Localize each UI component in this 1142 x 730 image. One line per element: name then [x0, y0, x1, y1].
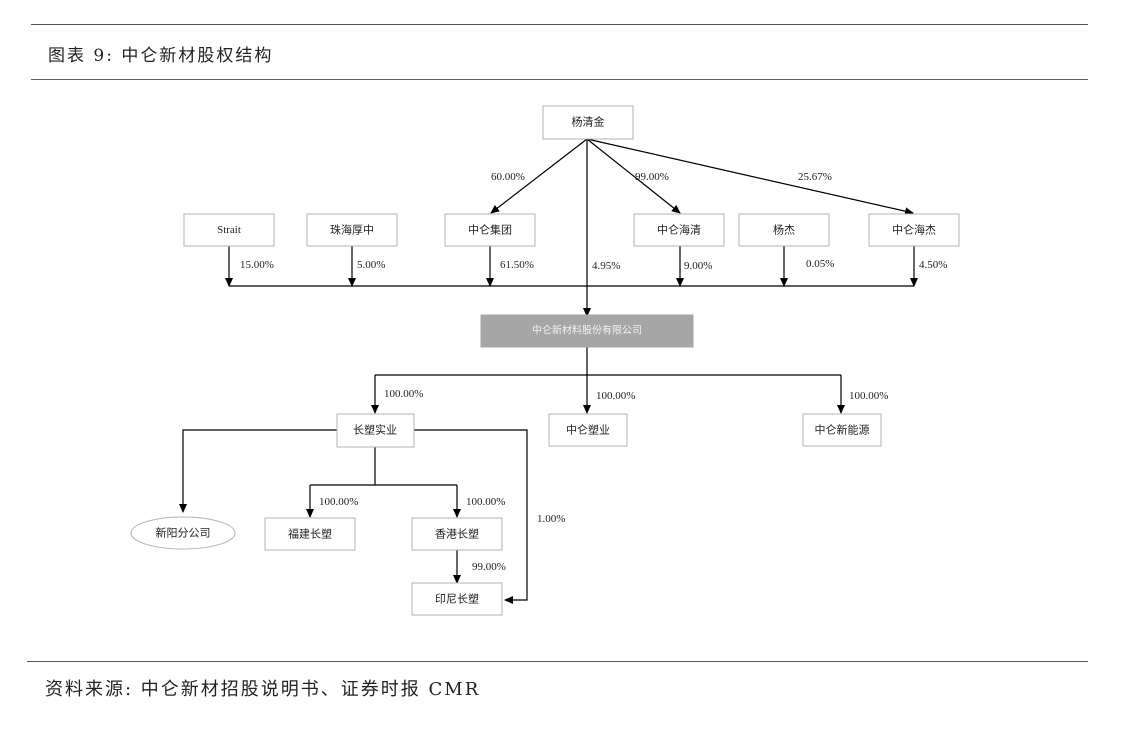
bottom-rule [27, 661, 1088, 662]
svg-text:中仑海杰: 中仑海杰 [892, 223, 936, 237]
source-note: 资料来源: 中仑新材招股说明书、证券时报 CMR [45, 679, 481, 700]
svg-text:杨清金: 杨清金 [572, 115, 605, 129]
node-xinyang-branch: 新阳分公司 [130, 516, 236, 550]
svg-text:Strait: Strait [217, 224, 241, 236]
label-yqj-to-haiqing: 99.00% [635, 171, 669, 183]
node-yang-jie: 杨杰 [738, 213, 830, 247]
title-accent-rule [31, 79, 1088, 80]
svg-text:福建长塑: 福建长塑 [288, 527, 332, 541]
label-group-to-company: 61.50% [500, 259, 534, 271]
node-fujian-changsu: 福建长塑 [264, 517, 356, 551]
label-yangjie-to-company: 0.05% [806, 258, 834, 270]
label-company-to-new-energy: 100.00% [849, 390, 888, 402]
svg-text:珠海厚中: 珠海厚中 [330, 223, 374, 237]
node-zhonglun-new-energy: 中仑新能源 [802, 413, 882, 447]
node-indonesia-changsu: 印尼长塑 [411, 582, 503, 616]
label-changsu-to-indonesia: 1.00% [537, 513, 565, 525]
label-company-to-changsu: 100.00% [384, 388, 423, 400]
label-strait-to-company: 15.00% [240, 259, 274, 271]
label-haijie-to-company: 4.50% [919, 259, 947, 271]
label-haiqing-to-company: 9.00% [684, 260, 712, 272]
label-yqj-to-haijie: 25.67% [798, 171, 832, 183]
edge-changsu-to-xinyang [179, 429, 337, 513]
edge-yqj-to-group [490, 138, 588, 214]
top-rule [31, 24, 1088, 25]
label-yqj-to-group: 60.00% [491, 171, 525, 183]
svg-text:中仑集团: 中仑集团 [468, 223, 512, 237]
label-company-to-plastics: 100.00% [596, 390, 635, 402]
node-zhonglun-group: 中仑集团 [444, 213, 536, 247]
node-zhonglun-haijie: 中仑海杰 [868, 213, 960, 247]
label-zhuhai-to-company: 5.00% [357, 259, 385, 271]
svg-text:中仑海清: 中仑海清 [657, 223, 701, 237]
svg-text:杨杰: 杨杰 [773, 223, 795, 237]
label-changsu-to-hongkong: 100.00% [466, 496, 505, 508]
edge-changsu-to-indonesia [414, 429, 528, 604]
svg-text:中仑新材料股份有限公司: 中仑新材料股份有限公司 [532, 324, 642, 337]
label-hongkong-to-indonesia: 99.00% [472, 561, 506, 573]
node-changsu-industry: 长塑实业 [336, 413, 415, 448]
node-strait: Strait [183, 213, 275, 247]
node-zhonglun-plastics: 中仑塑业 [548, 413, 628, 447]
edge-yqj-to-haijie [586, 138, 914, 216]
svg-text:新阳分公司: 新阳分公司 [156, 526, 211, 540]
svg-text:印尼长塑: 印尼长塑 [435, 592, 479, 606]
svg-text:香港长塑: 香港长塑 [435, 527, 479, 541]
edge-yqj-to-haiqing [586, 138, 681, 214]
label-yqj-to-company: 4.95% [592, 260, 620, 272]
node-zhonglun-haiqing: 中仑海清 [633, 213, 725, 247]
figure-title: 图表 9: 中仑新材股权结构 [48, 46, 274, 66]
svg-text:中仑新能源: 中仑新能源 [815, 423, 870, 437]
svg-text:中仑塑业: 中仑塑业 [566, 423, 610, 437]
node-zhuhai-houzhong: 珠海厚中 [306, 213, 398, 247]
svg-text:长塑实业: 长塑实业 [353, 423, 397, 437]
node-yang-qingjin: 杨清金 [542, 105, 634, 140]
node-hongkong-changsu: 香港长塑 [411, 517, 503, 551]
node-company: 中仑新材料股份有限公司 [480, 314, 694, 348]
label-changsu-to-fujian: 100.00% [319, 496, 358, 508]
